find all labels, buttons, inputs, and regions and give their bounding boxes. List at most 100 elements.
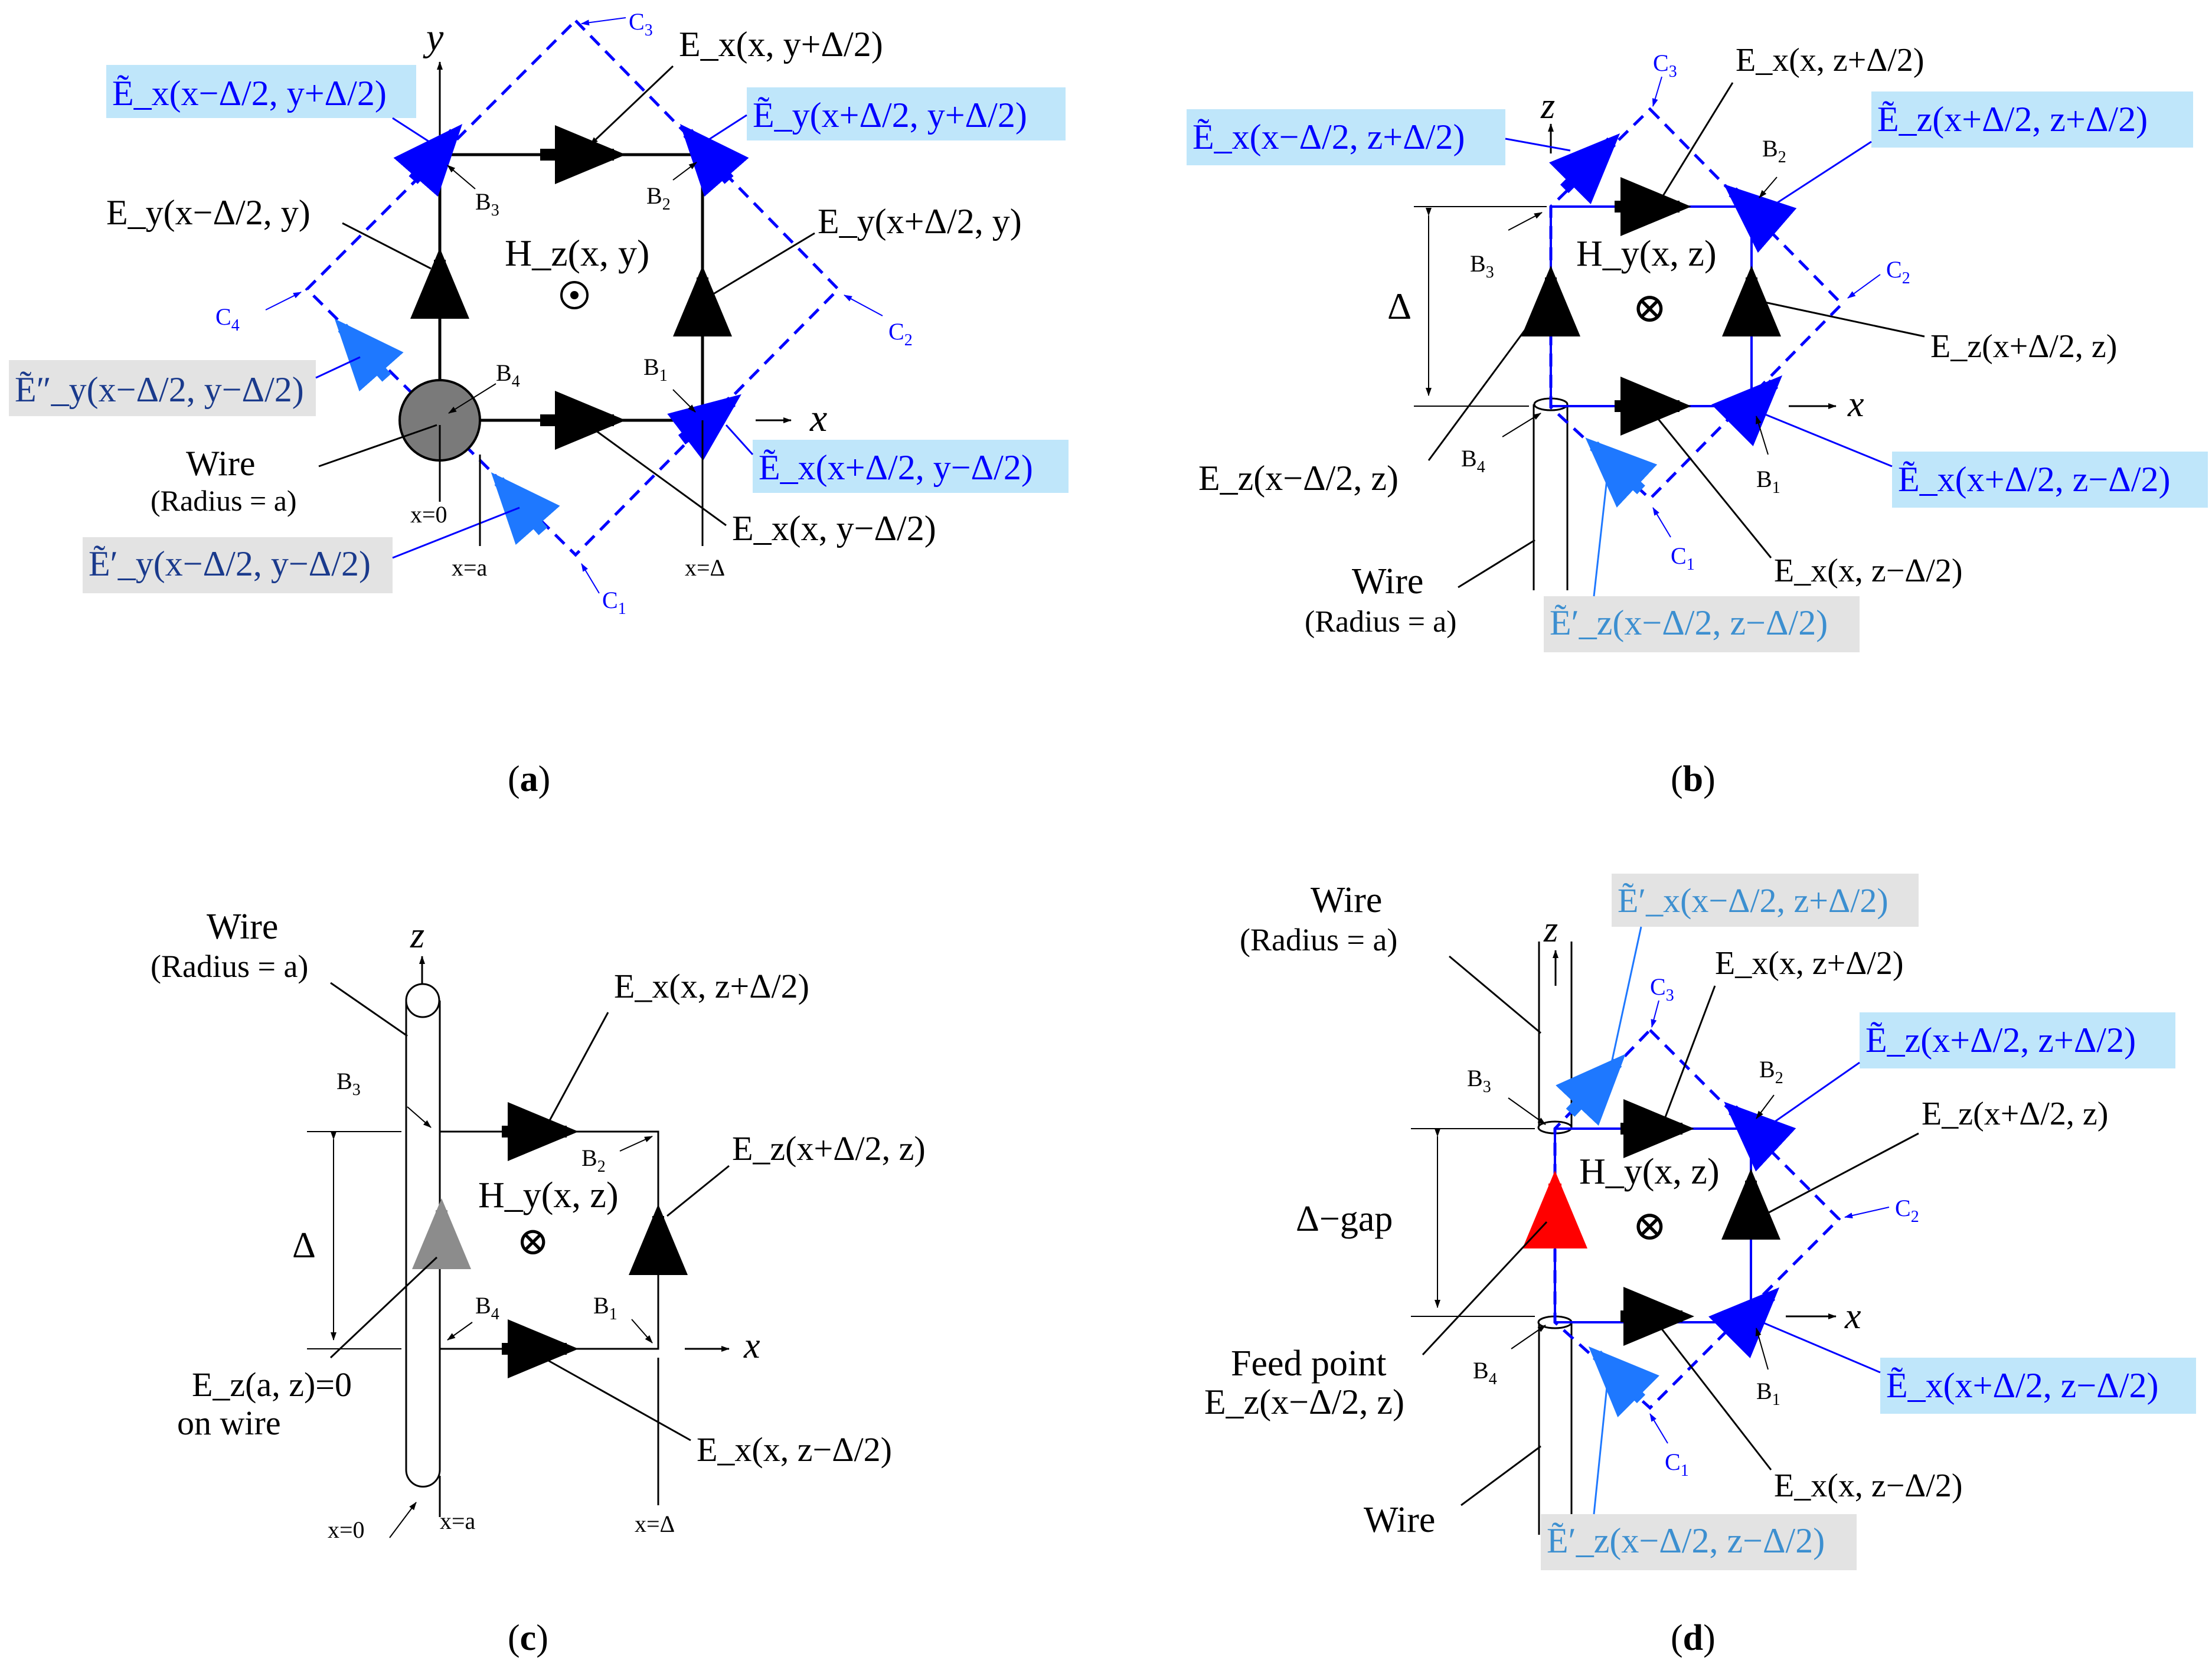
label-c4: C4 <box>215 303 240 335</box>
highlight-et-ll <box>9 360 316 416</box>
leader-e-right <box>666 1165 730 1217</box>
label-e-bottom: E_x(x, y−Δ/2) <box>732 509 936 548</box>
leader-b4 <box>447 1322 473 1341</box>
label-e-bottom: E_x(x, z−Δ/2) <box>697 1430 892 1469</box>
leader-e-right <box>711 232 815 296</box>
delta-label: Δ <box>1387 285 1412 327</box>
center-field-label: H_y(x, z) <box>1576 234 1717 274</box>
label-e-top: E_x(x, z+Δ/2) <box>1736 42 1925 79</box>
gap-label: Δ−gap <box>1296 1199 1393 1239</box>
leader-et-ll <box>315 356 361 379</box>
panel-c: z x Δ H_y(x, z) ⊗ E_x(x, z+Δ/2) E_z(x+Δ/… <box>151 907 926 1658</box>
highlight-et-tr <box>747 87 1066 140</box>
leader-b2 <box>672 162 697 181</box>
label-c3: C3 <box>629 8 653 40</box>
label-e-right: E_z(x+Δ/2, z) <box>1922 1096 2108 1132</box>
into-page-icon: ⊗ <box>517 1220 549 1263</box>
leader-b4 <box>1502 413 1541 437</box>
highlight-et-bl <box>83 537 393 593</box>
leader-wire <box>330 982 408 1037</box>
leader-et-tr <box>1762 140 1872 214</box>
highlight-et-tr <box>1860 1012 2175 1068</box>
label-e-bottom: E_x(x, z−Δ/2) <box>1774 553 1963 589</box>
et-br-arrow <box>1711 375 1783 447</box>
caption-d: (d) <box>1671 1618 1716 1658</box>
delta-label: Δ <box>292 1225 316 1266</box>
label-e-top: E_x(x, y+Δ/2) <box>679 25 883 64</box>
et-bl-arrow <box>1585 437 1658 508</box>
label-xd: x=Δ <box>635 1511 675 1537</box>
leader-c3 <box>1652 76 1662 107</box>
leader-c4 <box>265 292 302 310</box>
label-e-wire-2: on wire <box>177 1404 281 1442</box>
leader-c1 <box>1649 1413 1668 1444</box>
label-b2: B2 <box>1762 135 1786 166</box>
leader-e-top <box>548 1012 609 1122</box>
label-b4: B4 <box>475 1292 499 1323</box>
leader-b3 <box>1508 212 1543 231</box>
highlight-et-bl <box>1544 596 1860 652</box>
leader-et-tl <box>392 117 446 153</box>
wire-radius-label: (Radius = a) <box>151 484 297 517</box>
label-c3: C3 <box>1653 50 1677 81</box>
wire-radius-label: (Radius = a) <box>1305 605 1457 639</box>
leader-wire-bottom <box>1460 1445 1541 1506</box>
leader-et-tr <box>1762 1061 1860 1132</box>
label-et-ll: Ẽ″_y(x−Δ/2, y−Δ/2) <box>15 370 304 409</box>
leader-e-left <box>1427 306 1543 461</box>
label-c3: C3 <box>1650 973 1674 1005</box>
center-field-label: H_z(x, y) <box>505 232 649 274</box>
label-b3: B3 <box>1467 1065 1491 1096</box>
leader-e-top <box>589 65 674 146</box>
label-c2: C2 <box>1895 1195 1919 1226</box>
wire-bottom-label: Wire <box>1364 1500 1435 1540</box>
et-tr-arrow <box>679 123 749 197</box>
leader-e-right <box>1759 300 1925 338</box>
highlight-et-bl <box>1541 1514 1857 1570</box>
label-xd: x=Δ <box>685 554 725 581</box>
leader-c3 <box>1651 1000 1659 1028</box>
label-b4: B4 <box>1461 445 1485 476</box>
et-tl-arrow <box>1548 133 1620 205</box>
leader-b1 <box>672 389 696 413</box>
center-field-label: H_y(x, z) <box>478 1175 619 1215</box>
leader-c2 <box>844 295 883 316</box>
wire-bottom-cap <box>405 1469 441 1488</box>
label-e-top: E_x(x, z+Δ/2) <box>614 967 809 1005</box>
axis-label-x: x <box>743 1326 760 1366</box>
label-c1: C1 <box>602 587 626 618</box>
label-b1: B1 <box>593 1292 617 1323</box>
leader-b1 <box>631 1319 653 1344</box>
label-b3: B3 <box>1470 250 1494 282</box>
panel-d: z x Δ−gap H_y(x, z) ⊗ E_x(x, z+Δ/2) E_z(… <box>1204 874 2196 1658</box>
wire-radius-label: (Radius = a) <box>151 949 308 984</box>
leader-e-top <box>1664 985 1716 1119</box>
highlight-et-tr <box>1871 91 2193 148</box>
label-et-br: Ẽ_x(x+Δ/2, z−Δ/2) <box>1886 1366 2158 1405</box>
leader-et-bl <box>392 506 520 559</box>
highlight-et-br <box>753 440 1069 493</box>
leader-b1 <box>1755 1328 1769 1370</box>
leader-b4 <box>448 383 496 414</box>
leader-et-br <box>1762 1321 1881 1374</box>
leader-e-bottom <box>1658 1325 1772 1470</box>
axis-label-z: z <box>1540 86 1555 126</box>
leader-e-left <box>342 222 432 270</box>
leader-b3 <box>407 1106 432 1128</box>
panel-a: y x H_z(x, y) E_x(x, y+Δ/2) E_y(x−Δ/2, y… <box>9 8 1069 799</box>
et-br-arrow <box>1708 1287 1780 1359</box>
feed-point-label: Feed point <box>1231 1344 1386 1384</box>
out-of-page-icon <box>560 281 589 309</box>
axis-label-x: x <box>1844 1296 1861 1336</box>
label-et-bl: Ẽ′_z(x−Δ/2, z−Δ/2) <box>1550 603 1828 642</box>
et-ll-arrow <box>334 319 404 392</box>
feed-field-label: E_z(x−Δ/2, z) <box>1204 1382 1404 1421</box>
et-bl-arrow <box>491 472 560 545</box>
leader-e-right <box>1762 1132 1919 1217</box>
label-e-wire: E_z(a, z)=0 <box>192 1365 352 1404</box>
caption-c: (c) <box>508 1618 548 1658</box>
label-et-tl: Ẽ_x(x−Δ/2, z+Δ/2) <box>1192 117 1465 156</box>
et-tl-arrow <box>1556 1054 1626 1126</box>
axis-label-z: z <box>410 916 424 956</box>
